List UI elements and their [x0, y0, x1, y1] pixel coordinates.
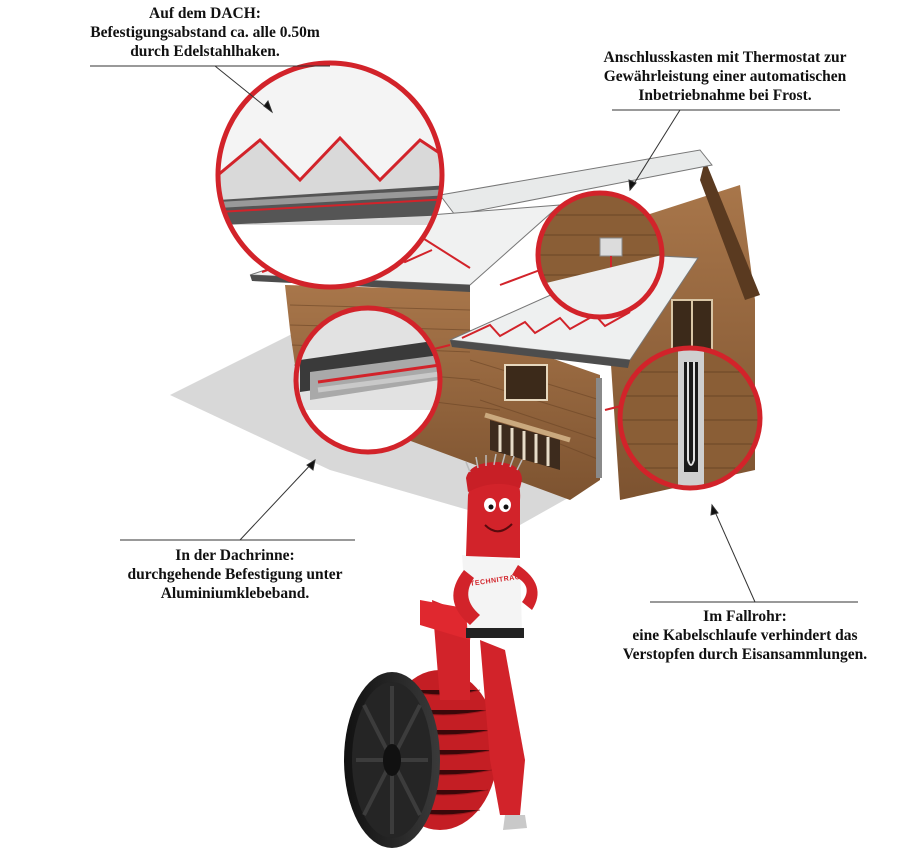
back-roof: [439, 149, 713, 216]
junction-box-label-line: Inbetriebnahme bei Frost.: [638, 87, 812, 104]
downpipe-label-line: Im Fallrohr:: [703, 608, 787, 625]
front-window: [504, 364, 548, 401]
gutter-callout: [293, 305, 443, 455]
downpipe-callout: [617, 345, 763, 491]
cable-reel: [344, 639, 498, 848]
gutter-label-line: In der Dachrinne:: [175, 547, 295, 564]
balcony-railing: [484, 412, 571, 470]
gutter-label-line: durchgehende Befestigung unter: [127, 566, 343, 583]
gutter-label-line: Aluminiumklebeband.: [160, 585, 310, 602]
mascot-hair: [465, 453, 523, 473]
label-pointers: [90, 65, 858, 603]
roof-detail-callout: [215, 60, 445, 290]
junction-box-label-line: Anschlusskasten mit Thermostat zur: [603, 49, 847, 66]
gutter-label: In der Dachrinne: durchgehende Befestigu…: [80, 546, 390, 603]
roof-label-line: Auf dem DACH:: [149, 5, 261, 22]
roof-label-line: Befestigungsabstand ca. alle 0.50m: [90, 24, 320, 41]
right-wing-gable: [700, 160, 760, 300]
downpipe: [596, 378, 602, 478]
downpipe-label: Im Fallrohr: eine Kabelschlaufe verhinde…: [580, 607, 907, 664]
downpipe-label-line: eine Kabelschlaufe verhindert das: [632, 627, 858, 644]
junction-box-callout: [535, 190, 665, 320]
mascot: [420, 453, 538, 830]
roof-label-line: durch Edelstahlhaken.: [130, 43, 280, 60]
downpipe-label-line: Verstopfen durch Eisansammlungen.: [622, 646, 868, 663]
junction-box-label: Anschlusskasten mit Thermostat zur Gewäh…: [570, 48, 880, 105]
junction-box-label-line: Gewährleistung einer automatischen: [603, 68, 847, 85]
roof-label: Auf dem DACH: Befestigungsabstand ca. al…: [40, 4, 370, 61]
